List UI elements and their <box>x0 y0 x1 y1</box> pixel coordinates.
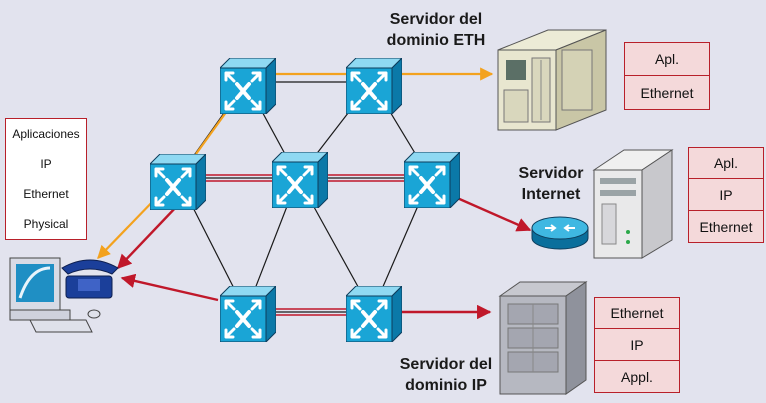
internet-server-label: Servidor Internet <box>506 163 596 205</box>
server-icon <box>498 281 588 395</box>
orange-arrow-to-client <box>97 195 159 259</box>
server-icon <box>592 149 674 259</box>
switch-icon <box>404 152 460 208</box>
client-protocol-stack: Aplicaciones IP Ethernet Physical <box>5 118 87 240</box>
stack-layer-application: Apl. <box>689 148 763 178</box>
red-arrow-to-client-1 <box>117 204 179 270</box>
switch-icon <box>272 152 328 208</box>
stack-layer-ethernet: Ethernet <box>595 298 679 328</box>
ip-server-label: Servidor del dominio IP <box>392 354 500 396</box>
stack-layer-application: Aplicaciones <box>6 119 86 149</box>
switch-icon <box>346 286 402 342</box>
stack-layer-ethernet: Ethernet <box>689 210 763 242</box>
internet-server-label-line2: Internet <box>521 186 581 203</box>
telephone-icon <box>61 259 119 299</box>
stack-layer-application: Apl. <box>625 43 709 75</box>
internet-server-label-line1: Servidor <box>518 165 584 182</box>
ip-server-protocol-stack: Ethernet IP Appl. <box>594 297 680 393</box>
stack-layer-ethernet: Ethernet <box>625 75 709 109</box>
stack-layer-ip: IP <box>6 149 86 179</box>
eth-server-protocol-stack: Apl. Ethernet <box>624 42 710 110</box>
eth-server-label-line2: dominio ETH <box>386 32 486 49</box>
stack-layer-ip: IP <box>595 328 679 360</box>
stack-layer-ip: IP <box>689 178 763 210</box>
internet-server-protocol-stack: Apl. IP Ethernet <box>688 147 764 243</box>
ip-server-label-line2: dominio IP <box>405 377 487 394</box>
stack-layer-ethernet: Ethernet <box>6 179 86 209</box>
switch-icon <box>150 154 206 210</box>
router-icon <box>531 216 589 250</box>
computer-icon <box>9 257 101 333</box>
server-icon <box>497 29 607 131</box>
ip-server-label-line1: Servidor del <box>399 356 493 373</box>
eth-server-label-line1: Servidor del <box>389 11 483 28</box>
eth-server-label: Servidor del dominio ETH <box>372 9 500 51</box>
red-arrow-to-client-2 <box>120 273 219 302</box>
stack-layer-application: Appl. <box>595 360 679 392</box>
switch-icon <box>220 58 276 114</box>
switch-icon <box>220 286 276 342</box>
stack-layer-physical: Physical <box>6 209 86 239</box>
switch-icon <box>346 58 402 114</box>
